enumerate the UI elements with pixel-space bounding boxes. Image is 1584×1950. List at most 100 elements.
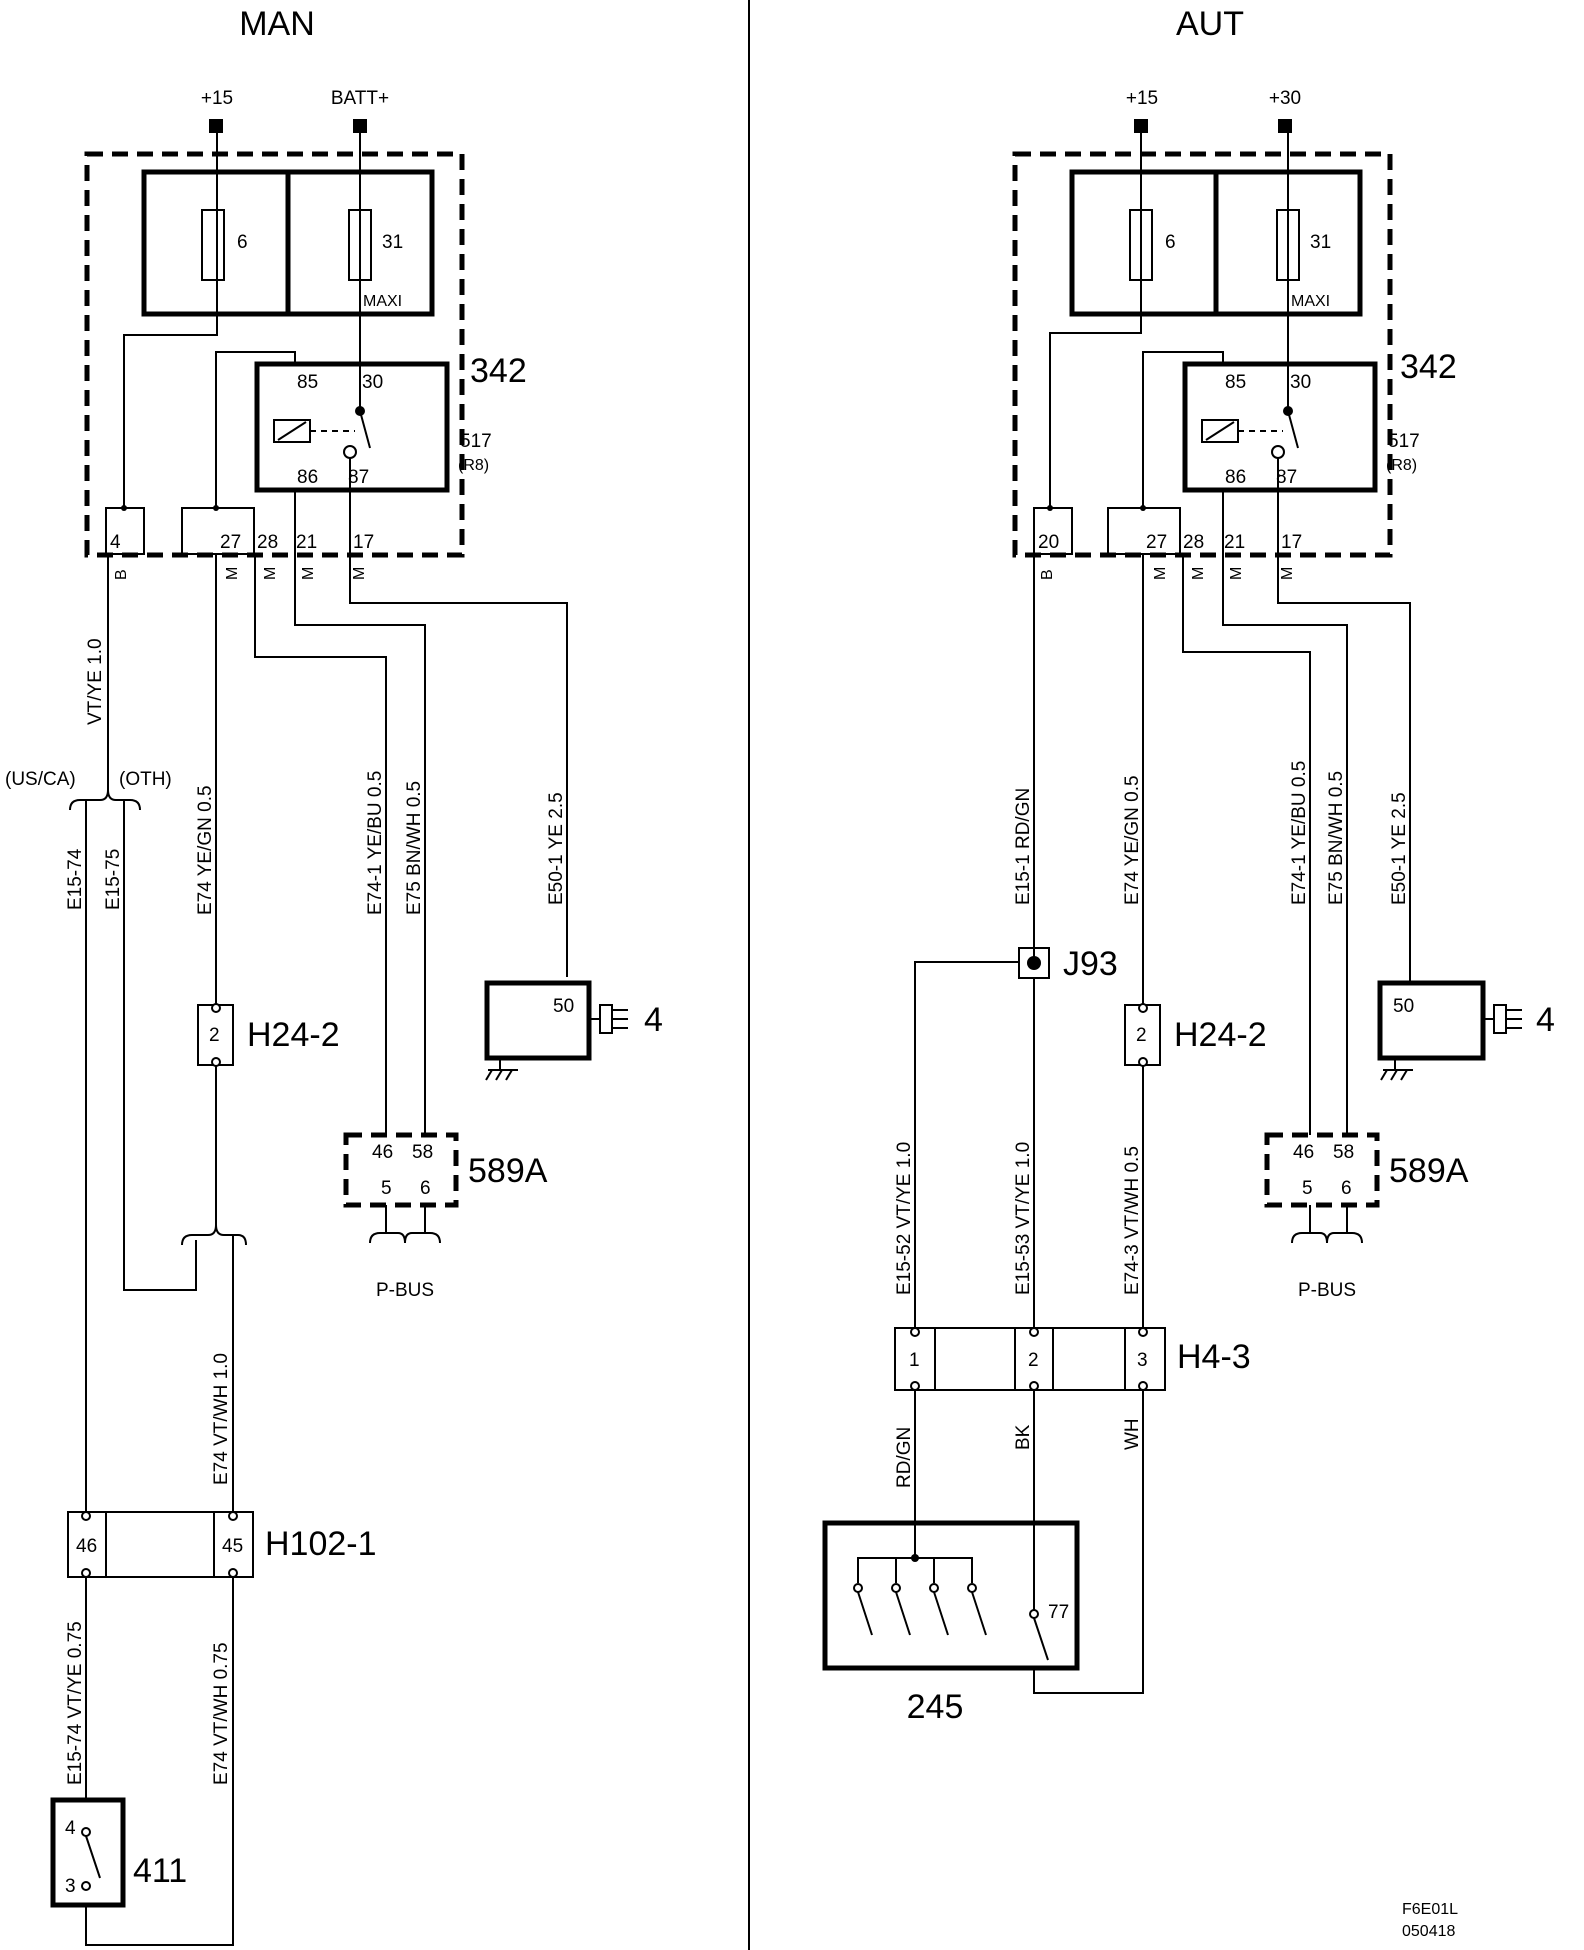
man-switch-pin-3: 3 bbox=[65, 1876, 76, 1897]
aut-switch-245 bbox=[822, 1520, 1080, 1671]
aut-589a-id: 589A bbox=[1389, 1152, 1469, 1190]
aut-supply-30-terminal bbox=[1278, 119, 1292, 133]
aut-fuse-31-label: 31 bbox=[1310, 232, 1331, 253]
man-starter-gear-icon bbox=[599, 1004, 613, 1034]
aut-relay-pin-86: 86 bbox=[1225, 467, 1246, 488]
aut-h24-2-id: H24-2 bbox=[1174, 1016, 1267, 1054]
aut-wire-wh: WH bbox=[1122, 1418, 1143, 1450]
man-wire-e74-vtwh: E74 VT/WH 1.0 bbox=[211, 1353, 232, 1485]
man-h102-1-connector bbox=[67, 1511, 254, 1578]
aut-fuse-box-342 bbox=[1012, 151, 1393, 558]
man-wire-e15-74: E15-74 bbox=[65, 848, 86, 910]
aut-switch-pin-77: 77 bbox=[1048, 1602, 1069, 1623]
aut-relay-517 bbox=[1182, 361, 1378, 493]
man-fuse-box-342 bbox=[84, 151, 465, 558]
man-wire-vtye: VT/YE 1.0 bbox=[85, 638, 106, 725]
man-589a-pin-6: 6 bbox=[420, 1178, 431, 1199]
aut-starter-pin-50: 50 bbox=[1393, 996, 1414, 1017]
man-supply-15-terminal bbox=[209, 119, 223, 133]
aut-starter-id: 4 bbox=[1536, 1001, 1555, 1039]
man-h24-2-id: H24-2 bbox=[247, 1016, 340, 1054]
aut-supply-15-label: +15 bbox=[1126, 88, 1158, 109]
man-ground-icon bbox=[485, 1058, 518, 1081]
man-h102-pin-45: 45 bbox=[222, 1536, 243, 1557]
aut-relay-id: 517 bbox=[1388, 431, 1420, 452]
man-fuse-box-id: 342 bbox=[470, 352, 527, 390]
aut-589a-pin-46: 46 bbox=[1293, 1142, 1314, 1163]
aut-relay-pin-87: 87 bbox=[1276, 467, 1297, 488]
man-wire-e74: E74 YE/GN 0.5 bbox=[195, 785, 216, 915]
aut-589a-pin-58: 58 bbox=[1333, 1142, 1354, 1163]
aut-wire-e75: E75 BN/WH 0.5 bbox=[1326, 771, 1347, 905]
man-supply-15-label: +15 bbox=[201, 88, 233, 109]
man-wire-e74-1: E74-1 YE/BU 0.5 bbox=[365, 771, 386, 915]
aut-wire-bk: BK bbox=[1013, 1424, 1034, 1450]
aut-fuse-maxi-label: MAXI bbox=[1291, 293, 1330, 310]
man-starter-pin-50: 50 bbox=[553, 996, 574, 1017]
aut-h4-3-connector bbox=[894, 1327, 1166, 1391]
man-region-oth: (OTH) bbox=[119, 769, 172, 790]
aut-conn-pin-20: 20 bbox=[1038, 532, 1059, 553]
man-wire-e75: E75 BN/WH 0.5 bbox=[404, 781, 425, 915]
man-switch-id: 411 bbox=[133, 1852, 187, 1890]
man-fuse-maxi-label: MAXI bbox=[363, 293, 402, 310]
man-relay-pin-30: 30 bbox=[362, 372, 383, 393]
aut-wire-e50-1: E50-1 YE 2.5 bbox=[1389, 792, 1410, 905]
aut-fuse-box-id: 342 bbox=[1400, 348, 1457, 386]
man-switch-411 bbox=[50, 1797, 126, 1908]
man-589a-pin-58: 58 bbox=[412, 1142, 433, 1163]
aut-supply-30-label: +30 bbox=[1269, 88, 1301, 109]
man-589a-pin-5: 5 bbox=[381, 1178, 392, 1199]
man-conn-pin-27: 27 bbox=[220, 532, 241, 553]
aut-conn-pin-28: 28 bbox=[1183, 532, 1204, 553]
man-conn-code-4: M bbox=[300, 567, 317, 580]
aut-pbus-label: P-BUS bbox=[1298, 1280, 1356, 1301]
man-conn-code-5: M bbox=[351, 567, 368, 580]
man-wire-e15-74-vtye: E15-74 VT/YE 0.75 bbox=[65, 1621, 86, 1785]
aut-589a-connector bbox=[1264, 1132, 1380, 1208]
aut-supply-15-terminal bbox=[1134, 119, 1148, 133]
man-589a-connector bbox=[343, 1132, 459, 1208]
man-relay-pin-87: 87 bbox=[348, 467, 369, 488]
man-region-usca: (US/CA) bbox=[5, 769, 76, 790]
man-fuse-6-label: 6 bbox=[237, 232, 248, 253]
man-pbus-label: P-BUS bbox=[376, 1280, 434, 1301]
aut-conn-pin-17: 17 bbox=[1281, 532, 1302, 553]
aut-relay-pin-85: 85 bbox=[1225, 372, 1246, 393]
section-title-man: MAN bbox=[239, 5, 315, 43]
aut-wire-e74-1: E74-1 YE/BU 0.5 bbox=[1289, 761, 1310, 905]
man-conn-pin-17: 17 bbox=[353, 532, 374, 553]
man-589a-pin-46: 46 bbox=[372, 1142, 393, 1163]
aut-h24-2-pin: 2 bbox=[1136, 1025, 1147, 1046]
man-conn-pin-28: 28 bbox=[257, 532, 278, 553]
man-fuse-6 bbox=[201, 209, 225, 281]
aut-wire-e15-1: E15-1 RD/GN bbox=[1013, 788, 1034, 905]
aut-589a-pin-5: 5 bbox=[1302, 1178, 1313, 1199]
man-relay-pin-86: 86 bbox=[297, 467, 318, 488]
man-relay-pin-85: 85 bbox=[297, 372, 318, 393]
aut-conn-pin-21: 21 bbox=[1224, 532, 1245, 553]
section-title-aut: AUT bbox=[1176, 5, 1244, 43]
man-section: +15 BATT+ 6 31 MAXI 342 85 30 86 87 517 … bbox=[5, 88, 663, 1946]
man-conn-code-1: B bbox=[113, 569, 130, 580]
aut-conn-block-2 bbox=[1107, 507, 1181, 555]
aut-section: +15 +30 6 31 MAXI 342 85 30 86 87 517 (R… bbox=[822, 88, 1555, 1726]
man-589a-id: 589A bbox=[468, 1152, 548, 1190]
man-relay-517 bbox=[254, 361, 450, 493]
aut-h4-pin-1: 1 bbox=[909, 1350, 920, 1371]
man-wire-e15-75: E15-75 bbox=[103, 849, 124, 910]
man-starter bbox=[484, 980, 592, 1061]
aut-conn-pin-27: 27 bbox=[1146, 532, 1167, 553]
man-h102-pin-46: 46 bbox=[76, 1536, 97, 1557]
aut-h4-pin-2: 2 bbox=[1028, 1350, 1039, 1371]
aut-conn-code-3: M bbox=[1190, 567, 1207, 580]
aut-j93-id: J93 bbox=[1063, 945, 1118, 983]
man-fuse-31-label: 31 bbox=[382, 232, 403, 253]
aut-starter-gear-icon bbox=[1493, 1004, 1507, 1034]
aut-conn-code-1: B bbox=[1039, 569, 1056, 580]
man-conn-pin-21: 21 bbox=[296, 532, 317, 553]
aut-wire-e74-3: E74-3 VT/WH 0.5 bbox=[1122, 1146, 1143, 1295]
man-conn-block-2 bbox=[181, 507, 255, 555]
aut-wire-e15-52: E15-52 VT/YE 1.0 bbox=[894, 1142, 915, 1295]
